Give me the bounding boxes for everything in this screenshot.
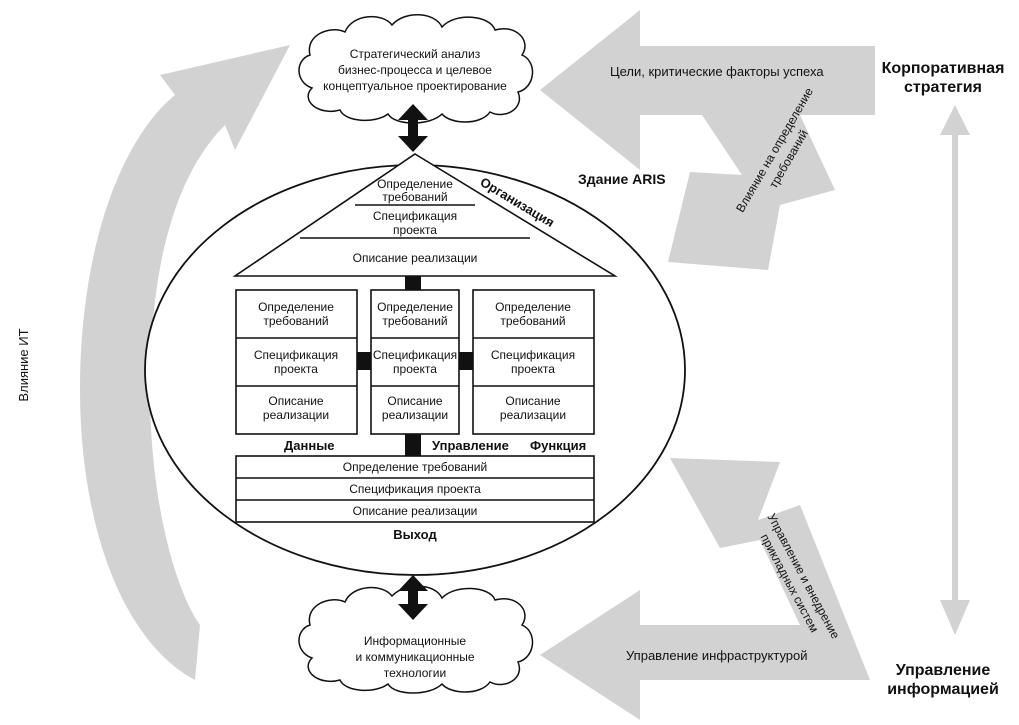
org-level-2-line-2: проекта	[393, 223, 437, 237]
data-level-3-line-1: Описание	[268, 394, 324, 408]
control-level-1-line-2: требований	[382, 314, 447, 328]
corporate-strategy-line-2: стратегия	[904, 79, 982, 96]
base-connector	[405, 434, 421, 456]
function-level-3-line-2: реализации	[500, 408, 566, 422]
top-cloud-line-1: Стратегический анализ	[350, 47, 481, 61]
output-base	[235, 455, 595, 523]
roof-connector	[405, 276, 421, 290]
data-level-1-line-1: Определение	[258, 300, 334, 314]
control-level-2-line-1: Спецификация	[373, 348, 457, 362]
control-level-1-line-1: Определение	[377, 300, 453, 314]
goals-label: Цели, критические факторы успеха	[610, 64, 824, 79]
function-level-1-line-1: Определение	[495, 300, 571, 314]
org-level-2-line-1: Спецификация	[373, 209, 457, 223]
goals-arrow	[540, 10, 875, 270]
output-level-2: Спецификация проекта	[349, 482, 481, 496]
data-column	[235, 289, 358, 435]
function-level-2-line-2: проекта	[511, 362, 555, 376]
data-level-2-line-2: проекта	[274, 362, 318, 376]
bottom-double-arrow	[398, 575, 428, 620]
control-column	[370, 289, 460, 435]
org-level-3: Описание реализации	[353, 251, 478, 265]
function-level-3-line-1: Описание	[505, 394, 561, 408]
data-level-2-line-1: Спецификация	[254, 348, 338, 362]
bottom-cloud-line-2: и коммуникационные	[355, 650, 474, 664]
right-connector	[459, 352, 473, 370]
control-level-3-line-2: реализации	[382, 408, 448, 422]
data-level-1-line-2: требований	[263, 314, 328, 328]
output-level-1: Определение требований	[343, 460, 487, 474]
bottom-cloud-line-1: Информационные	[364, 634, 467, 648]
function-label: Функция	[530, 438, 586, 453]
info-management-line-1: Управление	[896, 662, 991, 679]
infrastructure-arrow	[540, 458, 870, 720]
org-level-1-line-1: Определение	[377, 177, 453, 191]
data-level-3-line-2: реализации	[263, 408, 329, 422]
strategy-info-link-arrow	[940, 105, 970, 635]
top-cloud-line-2: бизнес-процесса и целевое	[338, 63, 492, 77]
top-cloud-line-3: концептуальное проектирование	[323, 79, 507, 93]
data-label: Данные	[284, 438, 335, 453]
it-influence-label: Влияние ИТ	[16, 328, 31, 401]
function-level-2-line-1: Спецификация	[491, 348, 575, 362]
top-double-arrow	[398, 104, 428, 152]
output-level-3: Описание реализации	[353, 504, 478, 518]
aris-title: Здание ARIS	[578, 171, 666, 187]
function-level-1-line-2: требований	[500, 314, 565, 328]
bottom-cloud	[298, 585, 534, 694]
control-level-2-line-2: проекта	[393, 362, 437, 376]
control-level-3-line-1: Описание	[387, 394, 443, 408]
corporate-strategy-line-1: Корпоративная	[882, 60, 1005, 77]
output-label: Выход	[393, 527, 437, 542]
bottom-cloud-line-3: технологии	[384, 666, 446, 680]
info-management-line-2: информацией	[887, 681, 999, 698]
left-connector	[357, 352, 371, 370]
control-label: Управление	[432, 438, 509, 453]
org-level-1-line-2: требований	[382, 190, 447, 204]
it-influence-arrow	[80, 45, 290, 680]
function-column	[472, 289, 595, 435]
top-cloud	[298, 13, 534, 124]
infrastructure-label: Управление инфраструктурой	[626, 648, 808, 663]
organization-roof	[232, 153, 618, 277]
